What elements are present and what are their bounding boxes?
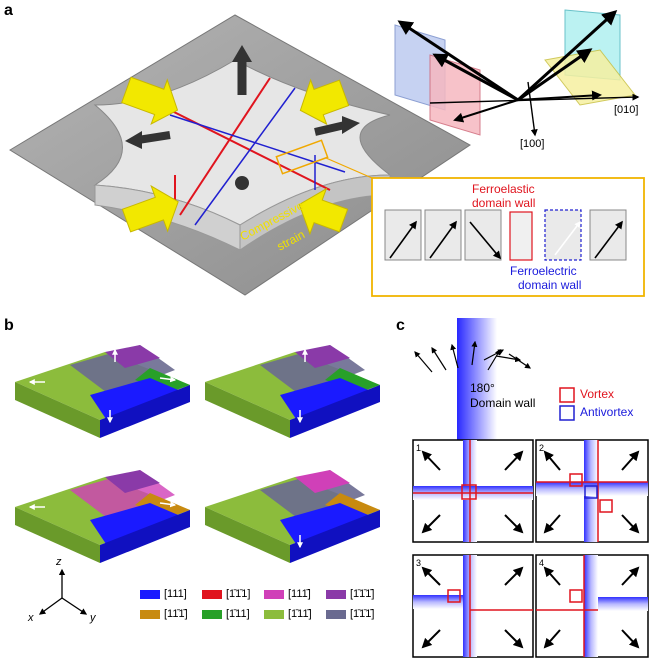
wall-rotation-arrows (414, 340, 531, 373)
panel-c (412, 318, 649, 658)
axis-010-line (429, 93, 640, 104)
domain-slab (15, 345, 190, 438)
legend-item: [111̄] (264, 588, 311, 600)
strain-arrow (299, 78, 350, 126)
panel-a (9, 9, 645, 297)
panel-label-c: c (396, 317, 405, 334)
domain-slab (15, 470, 190, 563)
strain-arrow (298, 187, 349, 236)
ferroelectric-label-1: Ferroelectric (510, 264, 577, 278)
legend-item: [1̄11̄] (264, 608, 312, 620)
ferroelectric-wall-line (194, 87, 296, 226)
domain-wall-label-2: Domain wall (470, 396, 536, 410)
domain-wall-band (457, 318, 497, 440)
polarization-arrow-right (314, 121, 346, 136)
subpanel-number: 2 (539, 443, 545, 453)
ferroelectric-wall-line (169, 114, 346, 173)
panel-b (15, 345, 380, 615)
inset-unit-cells (384, 209, 627, 261)
xyz-axes (38, 568, 88, 615)
ferroelastic-label-2: domain wall (472, 196, 536, 210)
axis-z-label: z (56, 556, 62, 568)
subpanel-number: 1 (416, 443, 422, 453)
unit-cell-cluster (394, 9, 640, 137)
legend-item: [1̄11] (202, 608, 250, 620)
axis-010-label: [010] (614, 104, 639, 116)
antivortex-label: Antivortex (580, 405, 634, 419)
vortex-marker (559, 387, 575, 403)
axis-100-line (527, 81, 538, 137)
subpanel-3 (412, 554, 534, 658)
axis-100-label: [100] (520, 138, 545, 150)
legend-item: [11̄1̄] (140, 608, 188, 620)
legend-item: [1̄1̄1̄] (326, 608, 374, 620)
legend-item: [1̄1̄1̄] (326, 588, 374, 600)
ferroelastic-wall-line (179, 77, 271, 216)
subpanel-2 (535, 439, 649, 543)
subpanel-number: 4 (539, 558, 545, 568)
antivortex-marker (559, 405, 575, 421)
axis-y-label: y (90, 612, 96, 624)
vortex-label: Vortex (580, 387, 615, 401)
ferroelastic-wall-line (149, 99, 331, 191)
panel-label-a: a (4, 2, 13, 19)
subpanel-number: 3 (416, 558, 422, 568)
strain-arrow (121, 76, 179, 126)
subpanel-1 (412, 439, 534, 543)
polarization-arrow-left (137, 131, 171, 144)
ferroelectric-label-2: domain wall (518, 278, 582, 292)
panel-label-b: b (4, 317, 14, 334)
legend-item: [1̄1̄1] (202, 588, 250, 600)
zoom-box (275, 139, 329, 175)
polarization-arrow-down (235, 176, 249, 190)
domain-slab (205, 470, 380, 563)
strain-arrow (121, 184, 179, 233)
axis-x-label: x (28, 612, 34, 624)
ferroelastic-label-1: Ferroelastic (472, 182, 535, 196)
subpanel-4 (535, 554, 649, 658)
legend-item: [111] (140, 588, 187, 600)
domain-wall-label-1: 180° (470, 381, 495, 395)
domain-slab (205, 345, 380, 438)
